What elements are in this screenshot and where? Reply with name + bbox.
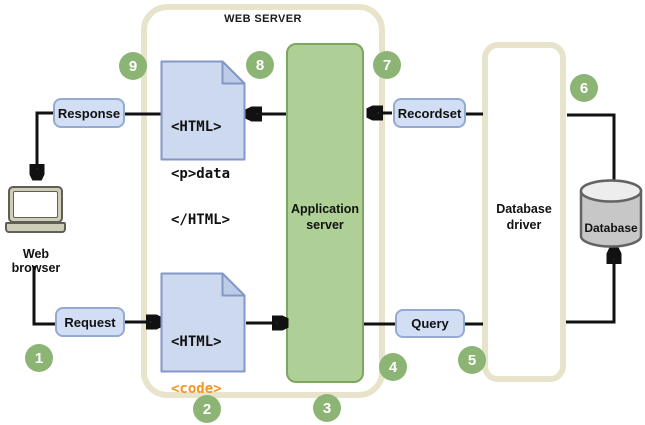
step-9-badge: 9 (119, 52, 147, 80)
step-2-badge: 2 (193, 395, 221, 423)
query-node: Query (395, 309, 465, 338)
step-3-badge: 3 (313, 394, 341, 422)
web-server-title: WEB SERVER (224, 13, 302, 25)
web-browser-label: Web browser (11, 247, 61, 275)
request-doc-line2: <code> (171, 380, 222, 397)
application-server-box (286, 43, 364, 383)
step-5-badge: 5 (458, 346, 486, 374)
application-server-label-line2: server (306, 218, 344, 232)
request-node: Request (55, 307, 125, 337)
response-doc-code: <HTML> <p>data </HTML> (171, 89, 241, 260)
database-label: Database (584, 221, 638, 235)
recordset-node: Recordset (393, 98, 466, 128)
laptop-base (5, 222, 66, 233)
response-node: Response (53, 98, 125, 128)
response-doc-line3: </HTML> (171, 212, 231, 228)
application-server-label-line1: Application (290, 202, 360, 216)
document-icon-response (160, 60, 246, 161)
step-8-badge: 8 (246, 51, 274, 79)
step-6-badge: 6 (570, 74, 598, 102)
response-doc-line2: <p>data (171, 165, 231, 182)
database-driver-label-line2: driver (506, 218, 542, 232)
response-doc-line1: <HTML> (171, 119, 222, 135)
laptop-screen (13, 191, 58, 218)
database-driver-label-line1: Database (496, 202, 552, 216)
step-4-badge: 4 (379, 353, 407, 381)
request-doc-line1: <HTML> (171, 334, 222, 350)
database-driver-container (482, 42, 566, 382)
application-server-label: Application server (286, 201, 364, 233)
step-1-badge: 1 (25, 344, 53, 372)
arrow-response-to-browser (37, 111, 53, 165)
laptop-icon (8, 186, 63, 223)
request-doc-code: <HTML> <code> </HTML> (171, 304, 241, 425)
database-cylinder-icon (579, 179, 643, 248)
step-7-badge: 7 (373, 51, 401, 79)
arrow-driver-to-database (566, 263, 614, 324)
line-database-to-driver (567, 113, 616, 182)
document-icon-request (160, 272, 246, 373)
database-driver-label: Database driver (482, 201, 566, 233)
